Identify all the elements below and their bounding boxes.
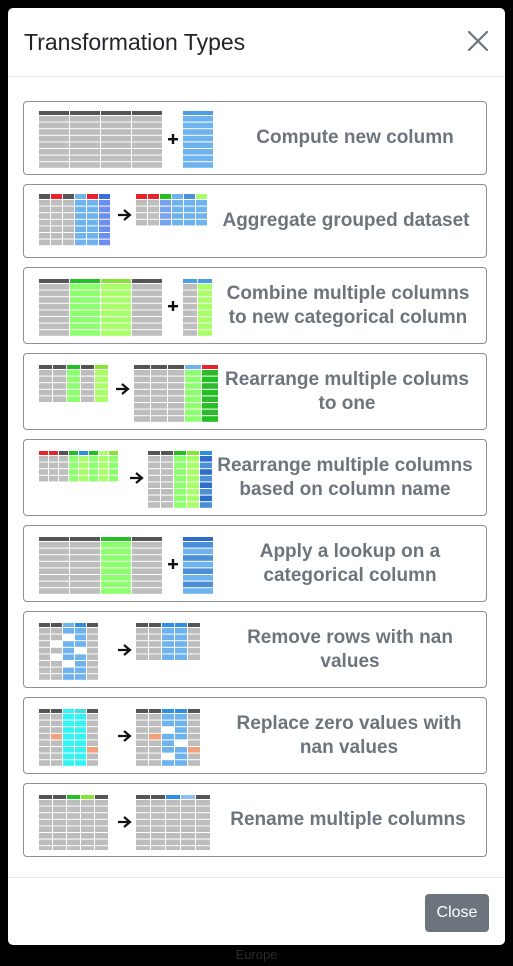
backdrop-text: Europe	[235, 947, 278, 962]
rename-columns-icon	[39, 795, 210, 850]
transformation-label: Apply a lookup on a categorical column	[259, 540, 441, 586]
rearrange-by-name-icon	[39, 451, 212, 508]
modal-title: Transformation Types	[24, 29, 246, 55]
transformation-item-combine-columns[interactable]: Combine multiple columns to new categori…	[23, 267, 487, 344]
transformation-item-replace-zero[interactable]: Replace zero values with nan values	[23, 697, 487, 774]
transformation-label: Remove rows with nan values	[247, 626, 453, 672]
close-icon[interactable]	[465, 28, 491, 54]
transformation-item-rearrange-by-name[interactable]: Rearrange multiple columns based on colu…	[23, 439, 487, 516]
modal-footer: Close	[8, 877, 505, 945]
transformation-label: Combine multiple columns to new categori…	[226, 282, 470, 328]
transformation-label: Rearrange multiple colums to one	[225, 368, 469, 414]
modal-header: Transformation Types	[8, 8, 505, 77]
close-button[interactable]: Close	[425, 894, 489, 932]
aggregate-icon	[39, 194, 207, 246]
compute-new-column-icon	[39, 111, 213, 168]
transformation-item-rename-columns[interactable]: Rename multiple columns	[23, 783, 487, 857]
transformation-types-modal: Transformation Types Compute new column …	[8, 8, 505, 945]
transformation-item-rearrange-to-one[interactable]: Rearrange multiple colums to one	[23, 353, 487, 430]
transformation-label: Rearrange multiple columns based on colu…	[217, 454, 473, 500]
rearrange-to-one-icon	[39, 365, 218, 422]
transformation-label: Compute new column	[256, 127, 454, 148]
combine-columns-icon	[39, 279, 212, 336]
transformation-item-apply-lookup[interactable]: Apply a lookup on a categorical column	[23, 525, 487, 602]
transformation-label: Rename multiple columns	[230, 809, 466, 830]
lookup-icon	[39, 537, 213, 594]
transformation-item-aggregate-grouped-dataset[interactable]: Aggregate grouped dataset	[23, 184, 487, 258]
replace-zero-icon	[39, 709, 200, 766]
transformation-item-remove-nan-rows[interactable]: Remove rows with nan values	[23, 611, 487, 688]
transformation-list: Compute new column Aggregate grouped dat…	[8, 77, 505, 857]
transformation-label: Aggregate grouped dataset	[222, 210, 470, 231]
transformation-label: Replace zero values with nan values	[236, 712, 462, 758]
remove-nan-rows-icon	[39, 623, 200, 680]
transformation-item-compute-new-column[interactable]: Compute new column	[23, 101, 487, 175]
